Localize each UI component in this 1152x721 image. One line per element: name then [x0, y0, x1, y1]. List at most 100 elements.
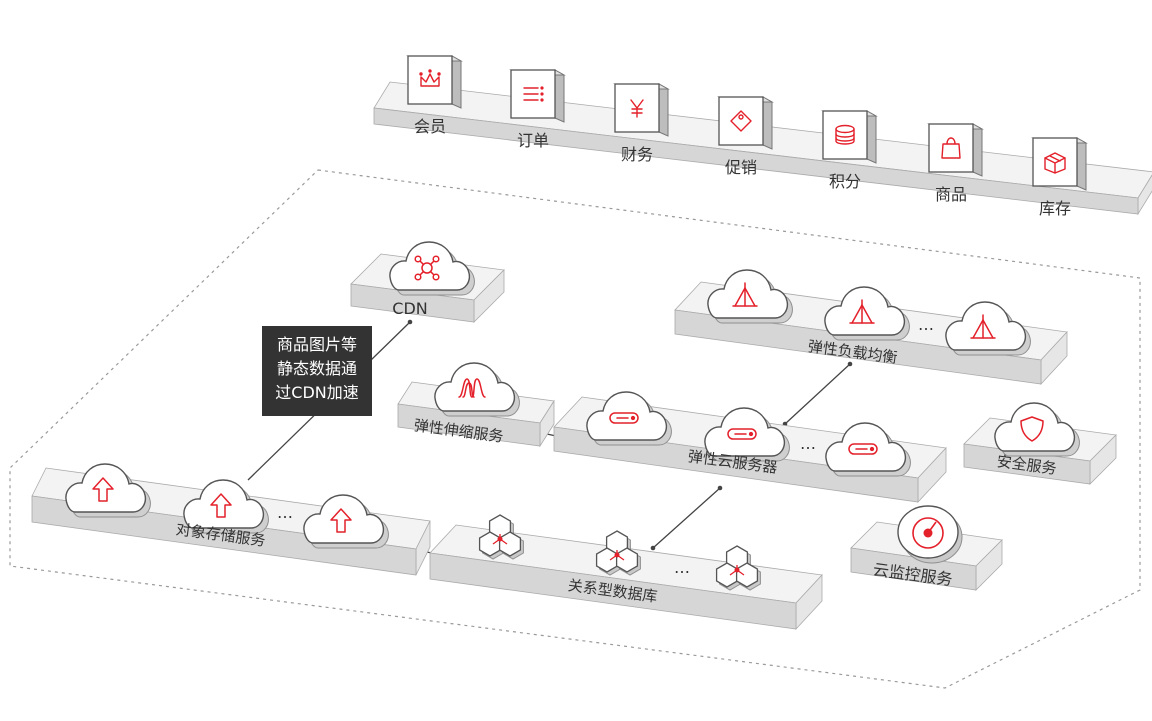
rds-ellipsis: …: [674, 558, 690, 577]
ecs-to-rds-connector-dot: [717, 485, 723, 491]
gauge-dial: [912, 517, 944, 549]
business-label-5: 商品: [935, 185, 967, 204]
callout-line-0: 商品图片等: [277, 335, 357, 354]
obs-ellipsis: …: [277, 503, 293, 522]
shield-cloud: [994, 402, 1080, 457]
module-block: [407, 55, 453, 105]
module-block: [718, 96, 764, 146]
module-block-side: [972, 123, 983, 177]
server-icon: [727, 428, 757, 440]
load-balancer-cloud: [824, 286, 910, 341]
hexagon-cell: [735, 562, 759, 588]
ecs-platform-front-face: [553, 426, 919, 503]
server-cloud: [586, 391, 672, 446]
server-icon: [848, 443, 878, 455]
module-block: [1032, 137, 1078, 187]
hexagon-node: [734, 567, 740, 573]
hexagon-cell: [715, 562, 739, 588]
upload-icon: [210, 493, 232, 518]
cdn-to-obs-connector-dot: [407, 319, 413, 325]
cloud-body: [389, 241, 471, 291]
business-label-3: 促销: [725, 158, 757, 177]
hexagon-node: [497, 536, 503, 542]
hexagon-cell: [595, 547, 619, 573]
cloud-body: [994, 402, 1076, 452]
list-icon: [523, 86, 544, 102]
as-platform-front-face: [397, 403, 541, 447]
business-module-6: [1031, 137, 1088, 191]
module-block-side: [658, 83, 669, 137]
business-module-5: [927, 123, 984, 177]
coin-stack-icon: [835, 124, 855, 145]
callout-line-2: 过CDN加速: [275, 383, 358, 402]
cloud-body: [183, 479, 265, 529]
dashed-boundary: [9, 169, 1141, 689]
business-module-3: [717, 96, 774, 150]
callout-line-1: 静态数据通: [277, 359, 357, 378]
server-cloud: [825, 422, 911, 477]
module-block-side: [451, 55, 462, 109]
ecs-to-rds-connector: [652, 487, 721, 549]
upload-cloud: [183, 479, 269, 534]
auto-scaling-cloud: [434, 362, 520, 417]
auto-scaling-icon: [458, 378, 486, 398]
business-label-6: 库存: [1039, 199, 1071, 218]
cloud-body: [303, 494, 385, 544]
business-module-2: [613, 83, 670, 137]
module-block-side: [1076, 137, 1087, 191]
business-bar-platform-front-face: [373, 107, 1139, 215]
business-label-1: 订单: [517, 131, 549, 150]
hexagon-cell: [498, 531, 522, 557]
server-icon: [609, 412, 639, 424]
module-block-side: [554, 69, 565, 123]
cloud-body: [65, 463, 147, 513]
callout-box: [262, 326, 372, 416]
ecs-to-rds-connector-dot: [650, 545, 656, 551]
shield-icon: [1020, 416, 1044, 442]
business-module-1: [509, 69, 566, 123]
business-module-0: [406, 55, 463, 109]
cdn-label: CDN: [392, 299, 427, 318]
elb-platform-front-face: [674, 309, 1042, 385]
shopping-bag-icon: [941, 137, 961, 159]
gauge-hub: [923, 528, 933, 538]
hexagon-cluster-icon: [715, 545, 761, 591]
ecs-ellipsis: …: [800, 434, 816, 453]
business-label-0: 会员: [414, 117, 446, 136]
server-cloud: [704, 407, 790, 462]
cloud-body: [586, 391, 668, 441]
business-module-4: [821, 110, 878, 164]
module-block-side: [866, 110, 877, 164]
network-cloud: [389, 241, 475, 296]
upload-icon: [92, 477, 114, 502]
module-block: [928, 123, 974, 173]
upload-cloud: [303, 494, 389, 549]
hexagon-cluster-icon: [478, 514, 524, 560]
crown-icon: [419, 69, 441, 87]
elb-to-ecs-connector-dot: [847, 361, 853, 367]
business-label-4: 积分: [829, 172, 861, 191]
rds-platform-front-face: [429, 552, 797, 630]
load-balancer-icon: [970, 314, 996, 339]
cloud-body: [825, 422, 907, 472]
upload-cloud: [65, 463, 151, 518]
hexagon-cell: [478, 531, 502, 557]
gauge-icon: [897, 505, 963, 564]
tag-icon: [730, 110, 752, 132]
load-balancer-icon: [849, 299, 875, 324]
module-block-side: [762, 96, 773, 150]
hexagon-cell: [615, 547, 639, 573]
module-block: [822, 110, 868, 160]
upload-icon: [330, 508, 352, 533]
business-label-2: 财务: [621, 145, 653, 164]
load-balancer-icon: [732, 282, 758, 307]
elb-to-ecs-connector: [784, 363, 851, 425]
cloud-body: [704, 407, 786, 457]
load-balancer-cloud: [945, 301, 1031, 356]
box-icon: [1044, 152, 1066, 174]
yen-icon: [630, 99, 644, 118]
network-icon: [414, 255, 440, 281]
